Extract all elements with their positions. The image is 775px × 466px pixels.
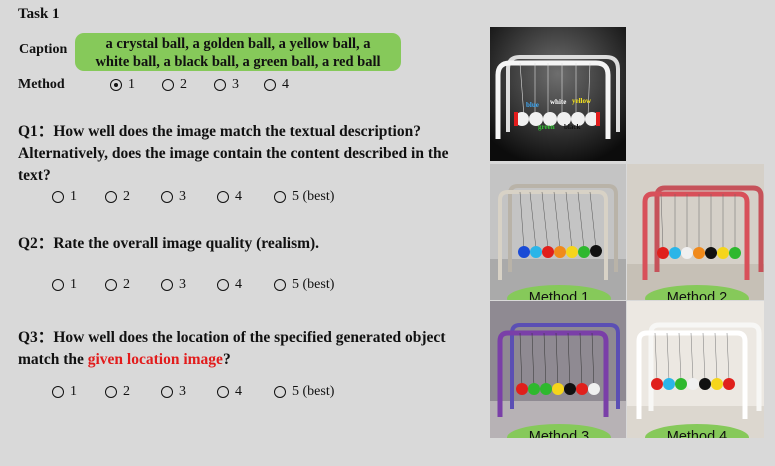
caption-line-2: white ball, a black ball, a green ball, …: [95, 54, 381, 70]
radio-icon[interactable]: [105, 279, 117, 291]
method-option-1[interactable]: 1: [110, 77, 162, 93]
caption-line-1: a crystal ball, a golden ball, a yellow …: [105, 36, 371, 52]
method-1-image: Method 1: [490, 164, 626, 300]
task-title: Task 1: [18, 6, 60, 22]
question-3-text: Q3：How well does the location of the spe…: [18, 329, 446, 368]
question-3-options: 1 2 3 4 5 (best): [52, 384, 334, 400]
q3-option-2[interactable]: 2: [105, 384, 161, 400]
newtons-cradle-silver-illustration: [490, 164, 626, 300]
q2-option-5[interactable]: 5 (best): [274, 277, 334, 293]
q1-option-5[interactable]: 5 (best): [274, 189, 334, 205]
radio-icon[interactable]: [217, 279, 229, 291]
radio-icon[interactable]: [52, 279, 64, 291]
q3-option-3[interactable]: 3: [161, 384, 217, 400]
question-2-options: 1 2 3 4 5 (best): [52, 277, 334, 293]
method-option-2[interactable]: 2: [162, 77, 214, 93]
radio-selected-icon[interactable]: [110, 79, 122, 91]
radio-icon[interactable]: [264, 79, 276, 91]
q3-option-4[interactable]: 4: [217, 384, 274, 400]
method-4-label: Method 4: [645, 424, 749, 438]
radio-icon[interactable]: [105, 386, 117, 398]
radio-icon[interactable]: [161, 191, 173, 203]
q1-option-4[interactable]: 4: [217, 189, 274, 205]
radio-icon[interactable]: [217, 386, 229, 398]
method-3-image: Method 3: [490, 301, 626, 438]
radio-icon[interactable]: [52, 386, 64, 398]
question-1-options: 1 2 3 4 5 (best): [52, 189, 334, 205]
radio-icon[interactable]: [274, 191, 286, 203]
q3-option-5[interactable]: 5 (best): [274, 384, 334, 400]
question-2-text: Q2：Rate the overall image quality (reali…: [18, 235, 320, 252]
given-location-highlight: given location image: [87, 351, 223, 368]
q2-option-4[interactable]: 4: [217, 277, 274, 293]
radio-icon[interactable]: [161, 386, 173, 398]
radio-icon[interactable]: [161, 279, 173, 291]
q2-option-3[interactable]: 3: [161, 277, 217, 293]
newtons-cradle-white-illustration: [627, 301, 764, 438]
label-yellow: yellow: [572, 97, 592, 105]
q1-option-1[interactable]: 1: [52, 189, 105, 205]
method-3-label: Method 3: [507, 424, 611, 438]
label-white: white: [550, 98, 566, 106]
caption-label: Caption: [19, 42, 68, 57]
caption-box: a crystal ball, a golden ball, a yellow …: [75, 33, 401, 71]
label-green: green: [538, 123, 555, 131]
q1-option-2[interactable]: 2: [105, 189, 161, 205]
label-black: black: [564, 123, 580, 131]
radio-icon[interactable]: [52, 191, 64, 203]
radio-icon[interactable]: [274, 279, 286, 291]
method-1-label: Method 1: [507, 285, 611, 300]
method-2-label: Method 2: [645, 285, 749, 300]
radio-icon[interactable]: [214, 79, 226, 91]
radio-icon[interactable]: [162, 79, 174, 91]
method-label: Method: [18, 77, 65, 92]
radio-icon[interactable]: [217, 191, 229, 203]
radio-icon[interactable]: [274, 386, 286, 398]
method-option-3[interactable]: 3: [214, 77, 264, 93]
q2-option-2[interactable]: 2: [105, 277, 161, 293]
method-option-4[interactable]: 4: [264, 77, 304, 93]
newtons-cradle-iridescent-illustration: [490, 301, 626, 438]
method-2-image: Method 2: [627, 164, 764, 300]
method-radio-group: 1 2 3 4: [110, 77, 304, 93]
q1-option-3[interactable]: 3: [161, 189, 217, 205]
label-blue: blue: [526, 101, 539, 109]
newtons-cradle-red-illustration: [627, 164, 764, 300]
location-image: blue white yellow green black: [490, 27, 626, 161]
q3-option-1[interactable]: 1: [52, 384, 105, 400]
newtons-cradle-location-illustration: blue white yellow green black: [490, 27, 626, 161]
q2-option-1[interactable]: 1: [52, 277, 105, 293]
method-4-image: Method 4: [627, 301, 764, 438]
radio-icon[interactable]: [105, 191, 117, 203]
question-1-text: Q1：How well does the image match the tex…: [18, 123, 449, 184]
